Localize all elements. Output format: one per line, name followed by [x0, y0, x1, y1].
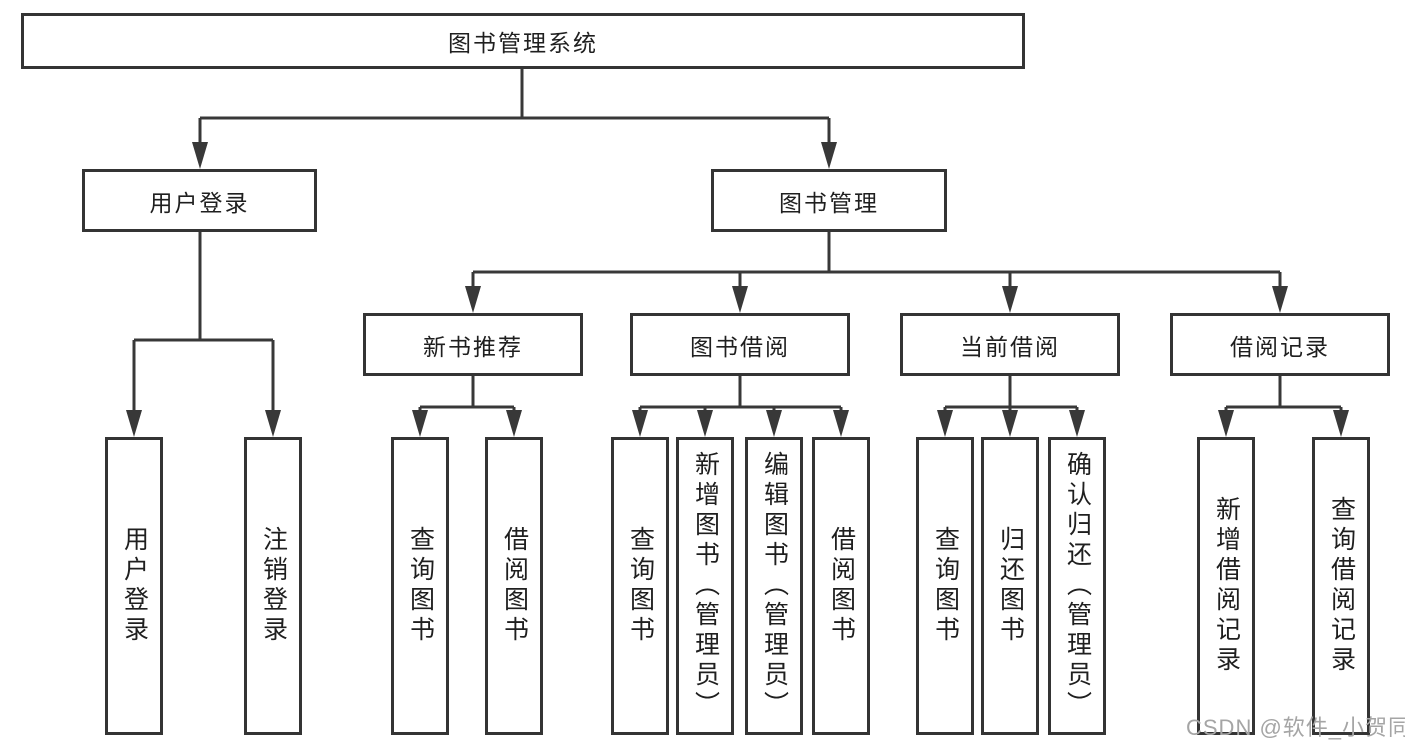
leaf-query-borrow-record: 查询借阅记录 — [1312, 437, 1370, 735]
leaf-confirm-return-admin: 确认归还（管理员） — [1048, 437, 1106, 735]
connector-recommend-to-leaves — [412, 376, 522, 437]
node-label: 当前借阅 — [960, 333, 1060, 360]
leaf-label: 新增图书（管理员） — [691, 451, 720, 721]
leaf-logout: 注销登录 — [244, 437, 302, 735]
arrowhead — [192, 142, 208, 169]
node-label: 新书推荐 — [423, 333, 523, 360]
node-book-management: 图书管理 — [711, 169, 947, 232]
leaf-label: 查询图书 — [626, 526, 655, 646]
node-label: 借阅记录 — [1230, 333, 1330, 360]
leaf-label: 新增借阅记录 — [1212, 496, 1241, 676]
leaf-label: 借阅图书 — [500, 526, 529, 646]
node-new-book-recommend: 新书推荐 — [363, 313, 583, 376]
connector-current-to-leaves — [937, 376, 1085, 437]
connector-login-to-leaves — [126, 232, 281, 437]
node-label: 图书管理系统 — [448, 30, 598, 56]
arrowhead — [766, 410, 782, 437]
arrowhead — [1333, 410, 1349, 437]
arrowhead — [833, 410, 849, 437]
node-label: 用户登录 — [149, 189, 250, 216]
arrowhead — [697, 410, 713, 437]
node-label: 图书管理 — [779, 189, 879, 216]
leaf-label: 编辑图书（管理员） — [760, 451, 789, 721]
leaf-label: 查询图书 — [406, 526, 435, 646]
arrowhead — [1069, 410, 1085, 437]
arrowhead — [1002, 410, 1018, 437]
leaf-add-borrow-record: 新增借阅记录 — [1197, 437, 1255, 735]
node-user-login: 用户登录 — [82, 169, 317, 232]
leaf-label: 注销登录 — [259, 526, 288, 646]
node-label: 图书借阅 — [690, 333, 790, 360]
leaf-label: 确认归还（管理员） — [1063, 451, 1092, 721]
leaf-query-books-borrow: 查询图书 — [611, 437, 669, 735]
arrowhead — [1218, 410, 1234, 437]
arrowhead — [1002, 286, 1018, 313]
arrowhead — [412, 410, 428, 437]
arrowhead — [632, 410, 648, 437]
leaf-borrow-books-recommend: 借阅图书 — [485, 437, 543, 735]
leaf-label: 查询借阅记录 — [1327, 496, 1356, 676]
leaf-label: 借阅图书 — [827, 526, 856, 646]
node-root-library-system: 图书管理系统 — [21, 13, 1025, 69]
arrowhead — [937, 410, 953, 437]
leaf-query-books-recommend: 查询图书 — [391, 437, 449, 735]
connector-root-to-branches — [192, 67, 837, 169]
leaf-return-books: 归还图书 — [981, 437, 1039, 735]
node-current-borrow: 当前借阅 — [900, 313, 1120, 376]
node-borrow-records: 借阅记录 — [1170, 313, 1390, 376]
connector-records-to-leaves — [1218, 376, 1349, 437]
arrowhead — [465, 286, 481, 313]
leaf-edit-books-admin: 编辑图书（管理员） — [745, 437, 803, 735]
arrowhead — [265, 410, 281, 437]
arrowhead — [821, 142, 837, 169]
leaf-label: 用户登录 — [120, 526, 149, 646]
leaf-query-books-current: 查询图书 — [916, 437, 974, 735]
arrowhead — [732, 286, 748, 313]
connector-mgmt-to-modules — [465, 232, 1288, 313]
arrowhead — [1272, 286, 1288, 313]
leaf-label: 查询图书 — [931, 526, 960, 646]
leaf-add-books-admin: 新增图书（管理员） — [676, 437, 734, 735]
leaf-label: 归还图书 — [996, 526, 1025, 646]
leaf-borrow-books: 借阅图书 — [812, 437, 870, 735]
arrowhead — [506, 410, 522, 437]
leaf-user-login: 用户登录 — [105, 437, 163, 735]
node-book-borrow: 图书借阅 — [630, 313, 850, 376]
connector-borrow-to-leaves — [632, 376, 849, 437]
csdn-watermark: CSDN @软件_小贺同学 — [1186, 715, 1405, 740]
arrowhead — [126, 410, 142, 437]
